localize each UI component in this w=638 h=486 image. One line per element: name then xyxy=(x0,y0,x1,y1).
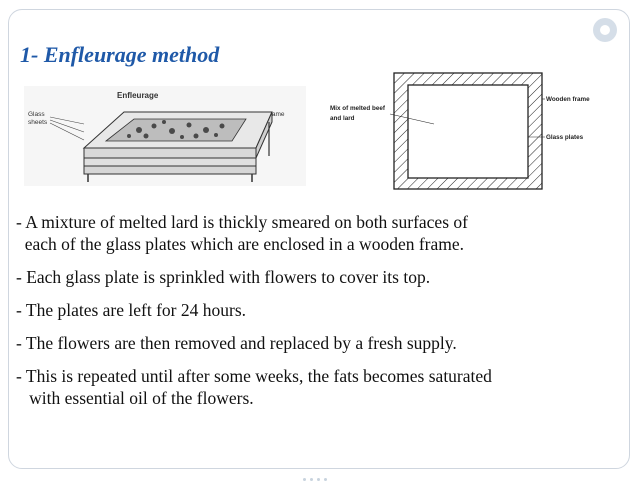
bullet-item: - The plates are left for 24 hours. xyxy=(16,300,247,320)
bullet-item: - The flowers are then removed and repla… xyxy=(16,333,457,353)
cross-section-diagram: Mix of melted beef and lard Wooden frame… xyxy=(330,68,592,194)
mix-label-line2: and lard xyxy=(330,115,355,122)
enfleurage-sketch-heading: Enfleurage xyxy=(117,91,159,100)
bullet-list: - A mixture of melted lard is thickly sm… xyxy=(16,211,616,420)
enfleurage-sketch-figure: Enfleurage Glass sheets Wooden frame xyxy=(24,86,306,186)
corner-decoration xyxy=(593,18,617,42)
glass-label: Glass xyxy=(28,111,45,118)
footer-dots xyxy=(303,468,337,481)
glass-plates-label: Glass plates xyxy=(546,134,584,141)
slide-title: 1- Enfleurage method xyxy=(20,42,220,67)
wooden-frame-label-right: Wooden frame xyxy=(546,96,590,103)
bullet-item-continuation: with essential oil of the flowers. xyxy=(16,388,254,408)
sheets-label: sheets xyxy=(28,119,48,126)
bullet-item-continuation: each of the glass plates which are enclo… xyxy=(16,234,465,254)
mix-label-line1: Mix of melted beef xyxy=(330,105,386,112)
bullet-item: - Each glass plate is sprinkled with flo… xyxy=(16,267,431,287)
bullet-item: - A mixture of melted lard is thickly sm… xyxy=(16,212,468,232)
bullet-item: - This is repeated until after some week… xyxy=(16,366,492,386)
